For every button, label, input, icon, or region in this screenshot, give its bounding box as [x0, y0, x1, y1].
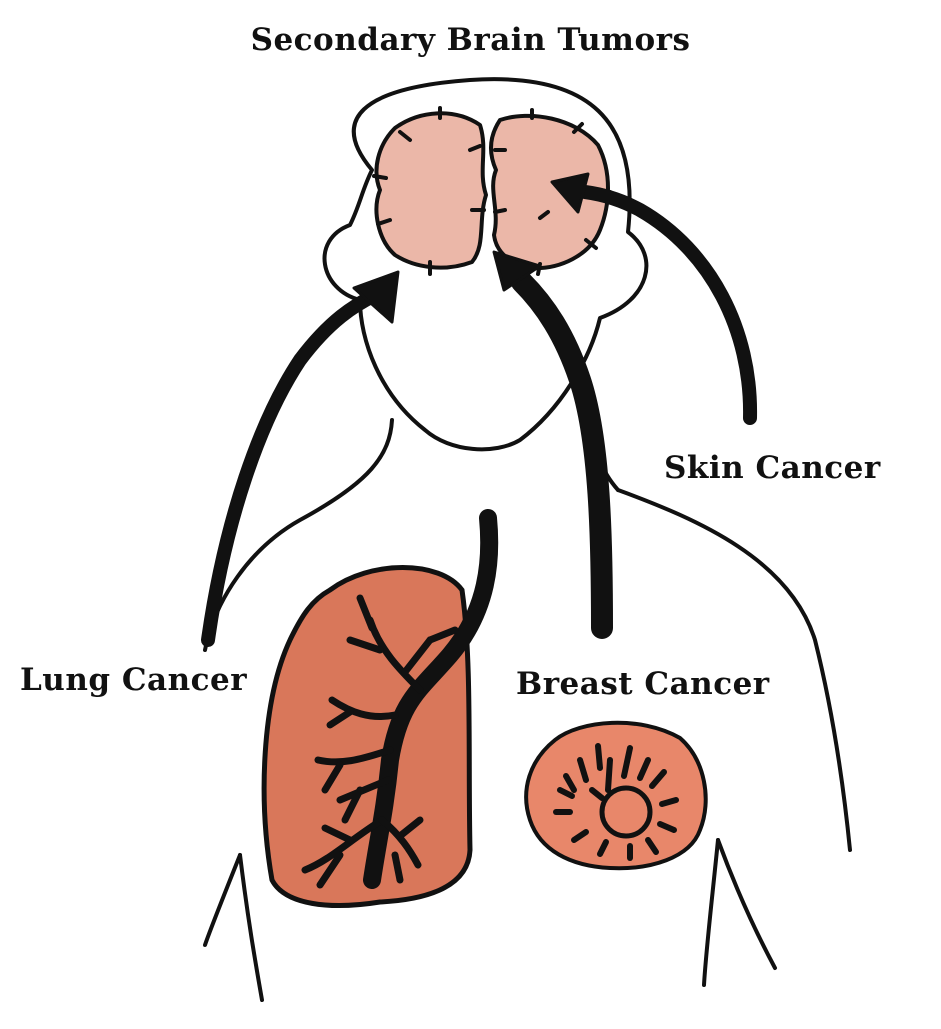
arrow-breast-to-brain: [511, 271, 613, 639]
arrow-lung-to-brain: [201, 288, 382, 647]
breast-tumor: [524, 720, 708, 871]
arm-right-inner: [702, 838, 720, 987]
lung: [261, 509, 499, 908]
diagram-title: Secondary Brain Tumors: [250, 22, 691, 58]
arm-left: [203, 853, 242, 947]
arm-left-inner: [238, 853, 264, 1002]
label-skin-cancer: Skin Cancer: [664, 450, 881, 486]
arrowhead-breast: [492, 250, 542, 292]
brain-right-hemisphere: [489, 113, 610, 271]
neck-right: [616, 488, 852, 852]
tumor-core: [599, 785, 653, 839]
arrow-skin-to-brain: [578, 185, 758, 425]
arm-right: [716, 838, 777, 970]
arrowhead-lung: [352, 270, 400, 324]
brain: [372, 106, 612, 276]
label-breast-cancer: Breast Cancer: [516, 666, 770, 702]
head-outline: [322, 77, 649, 452]
label-lung-cancer: Lung Cancer: [20, 662, 248, 698]
arrowhead-skin: [550, 172, 590, 214]
tumor-outline: [524, 720, 708, 871]
brain-left-hemisphere: [374, 111, 488, 270]
arrows: [201, 172, 758, 647]
